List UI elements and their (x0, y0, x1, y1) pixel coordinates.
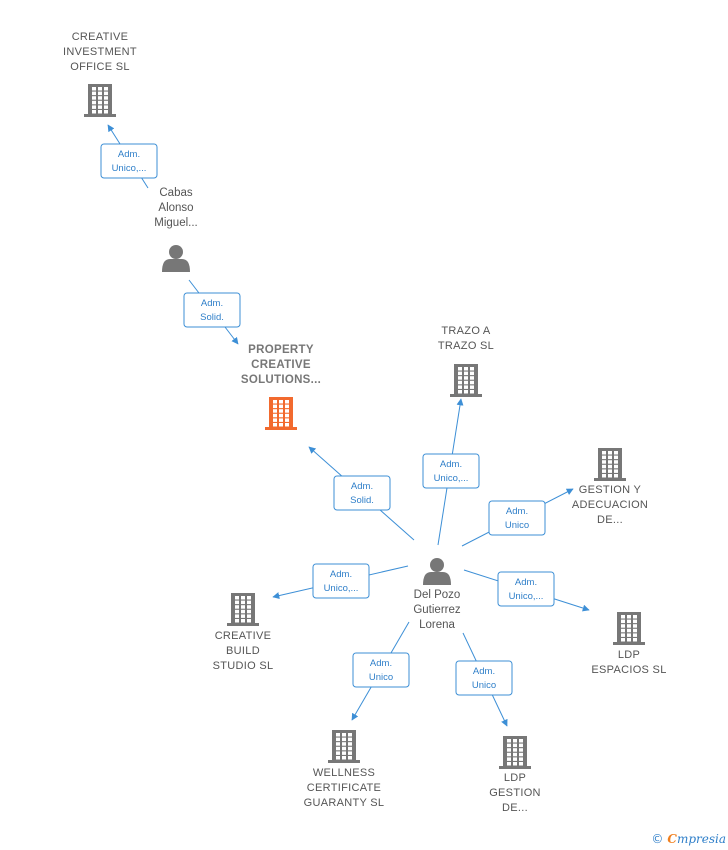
brand-initial: C (667, 832, 677, 846)
relation-del-pozo-to-creative-build[interactable]: Adm. Unico,... (272, 563, 409, 600)
relation-label-box[interactable] (497, 571, 555, 607)
company-label[interactable]: SOLUTIONS... (241, 374, 321, 386)
relation-label-text: Adm. (330, 569, 352, 580)
company-node-wellness-certificate[interactable]: WELLNESS CERTIFICATE GUARANTY SL (304, 730, 385, 809)
relation-label-box[interactable] (422, 453, 480, 489)
company-label[interactable]: LDP (504, 772, 526, 784)
relation-label-text: Unico,... (112, 163, 147, 174)
relation-label-box[interactable] (488, 500, 546, 536)
building-icon (328, 730, 360, 763)
company-label[interactable]: WELLNESS (313, 767, 375, 779)
company-label[interactable]: TRAZO A (441, 325, 491, 337)
person-label[interactable]: Cabas (159, 187, 192, 199)
relation-label-text: Adm. (440, 459, 462, 470)
company-label[interactable]: ESPACIOS SL (591, 664, 666, 676)
person-icon (162, 245, 190, 272)
relation-label-text: Adm. (506, 506, 528, 517)
company-label[interactable]: CREATIVE (215, 630, 272, 642)
company-node-ldp-gestion[interactable]: LDP GESTION DE... (489, 736, 541, 814)
company-label[interactable]: GUARANTY SL (304, 797, 385, 809)
company-label[interactable]: CREATIVE (251, 359, 311, 371)
relation-label-text: Adm. (201, 298, 223, 309)
person-label[interactable]: Del Pozo (414, 589, 461, 601)
relation-label-text: Unico,... (434, 473, 469, 484)
company-node-trazo-a-trazo[interactable]: TRAZO A TRAZO SL (438, 325, 494, 397)
building-icon (613, 612, 645, 645)
relation-cabas-alonso-to-property-creative[interactable]: Adm. Solid. (183, 279, 241, 345)
relation-label-text: Adm. (351, 481, 373, 492)
person-label[interactable]: Alonso (158, 202, 193, 214)
relation-label-box[interactable] (352, 652, 410, 688)
relation-label-box[interactable] (333, 475, 391, 511)
relation-del-pozo-to-ldp-gestion[interactable]: Adm. Unico (455, 632, 513, 727)
relation-label-box[interactable] (100, 143, 158, 179)
company-label[interactable]: GESTION (489, 787, 541, 799)
relation-del-pozo-to-wellness-certificate[interactable]: Adm. Unico (351, 621, 410, 721)
company-node-creative-build[interactable]: CREATIVE BUILD STUDIO SL (213, 593, 274, 672)
building-icon (594, 448, 626, 481)
person-node-cabas-alonso[interactable]: CabasAlonsoMiguel... (154, 187, 198, 272)
relation-label-box[interactable] (183, 292, 241, 328)
relation-label-text: Unico,... (509, 591, 544, 602)
company-label[interactable]: CREATIVE (72, 31, 129, 43)
relation-label-text: Unico (505, 520, 529, 531)
copyright-icon: © (651, 832, 664, 846)
relation-label-text: Adm. (370, 658, 392, 669)
company-label[interactable]: BUILD (226, 645, 260, 657)
relation-label-box[interactable] (455, 660, 513, 696)
relation-label-text: Unico,... (324, 583, 359, 594)
building-icon (499, 736, 531, 769)
company-label[interactable]: DE... (597, 514, 623, 526)
relation-label-box[interactable] (312, 563, 370, 599)
relation-del-pozo-to-ldp-espacios[interactable]: Adm. Unico,... (463, 569, 590, 612)
brand-logo: ©Cmpresia (651, 832, 726, 846)
company-label[interactable]: GESTION Y (579, 484, 642, 496)
relation-label-text: Solid. (200, 312, 224, 323)
relation-label-text: Adm. (473, 666, 495, 677)
company-label[interactable]: LDP (618, 649, 640, 661)
relation-del-pozo-to-trazo-a-trazo[interactable]: Adm. Unico,... (422, 398, 480, 546)
edges-layer: Adm. Unico,... Adm. Solid. Adm. Solid. Adm. Uni… (100, 124, 590, 727)
relation-del-pozo-to-property-creative[interactable]: Adm. Solid. (308, 446, 415, 541)
company-label[interactable]: STUDIO SL (213, 660, 274, 672)
company-label[interactable]: OFFICE SL (70, 61, 130, 73)
building-icon (450, 364, 482, 397)
person-icon (423, 558, 451, 585)
building-icon (84, 84, 116, 117)
nodes-layer: CREATIVE INVESTMENT OFFICE SL PROPERTY CREAT… (63, 31, 666, 814)
relation-label-text: Solid. (350, 495, 374, 506)
company-label[interactable]: INVESTMENT (63, 46, 137, 58)
company-label[interactable]: PROPERTY (248, 344, 314, 356)
relation-del-pozo-to-gestion-adecuacion[interactable]: Adm. Unico (461, 488, 574, 547)
relation-label-text: Adm. (515, 577, 537, 588)
relation-cabas-alonso-to-creative-investment[interactable]: Adm. Unico,... (100, 124, 158, 189)
company-node-property-creative[interactable]: PROPERTY CREATIVE SOLUTIONS... (241, 344, 321, 430)
company-label[interactable]: DE... (502, 802, 528, 814)
company-node-creative-investment[interactable]: CREATIVE INVESTMENT OFFICE SL (63, 31, 137, 117)
company-label[interactable]: CERTIFICATE (307, 782, 381, 794)
building-icon (265, 397, 297, 430)
company-node-ldp-espacios[interactable]: LDP ESPACIOS SL (591, 612, 666, 676)
building-icon (227, 593, 259, 626)
brand-name: mpresia (676, 832, 726, 846)
relation-label-text: Unico (369, 672, 393, 683)
company-node-gestion-adecuacion[interactable]: GESTION Y ADECUACION DE... (572, 448, 648, 526)
relation-label-text: Unico (472, 680, 496, 691)
person-label[interactable]: Miguel... (154, 217, 197, 229)
person-label[interactable]: Gutierrez (413, 604, 461, 616)
person-label[interactable]: Lorena (419, 619, 455, 631)
company-label[interactable]: ADECUACION (572, 499, 648, 511)
company-label[interactable]: TRAZO SL (438, 340, 494, 352)
relation-label-text: Adm. (118, 149, 140, 160)
